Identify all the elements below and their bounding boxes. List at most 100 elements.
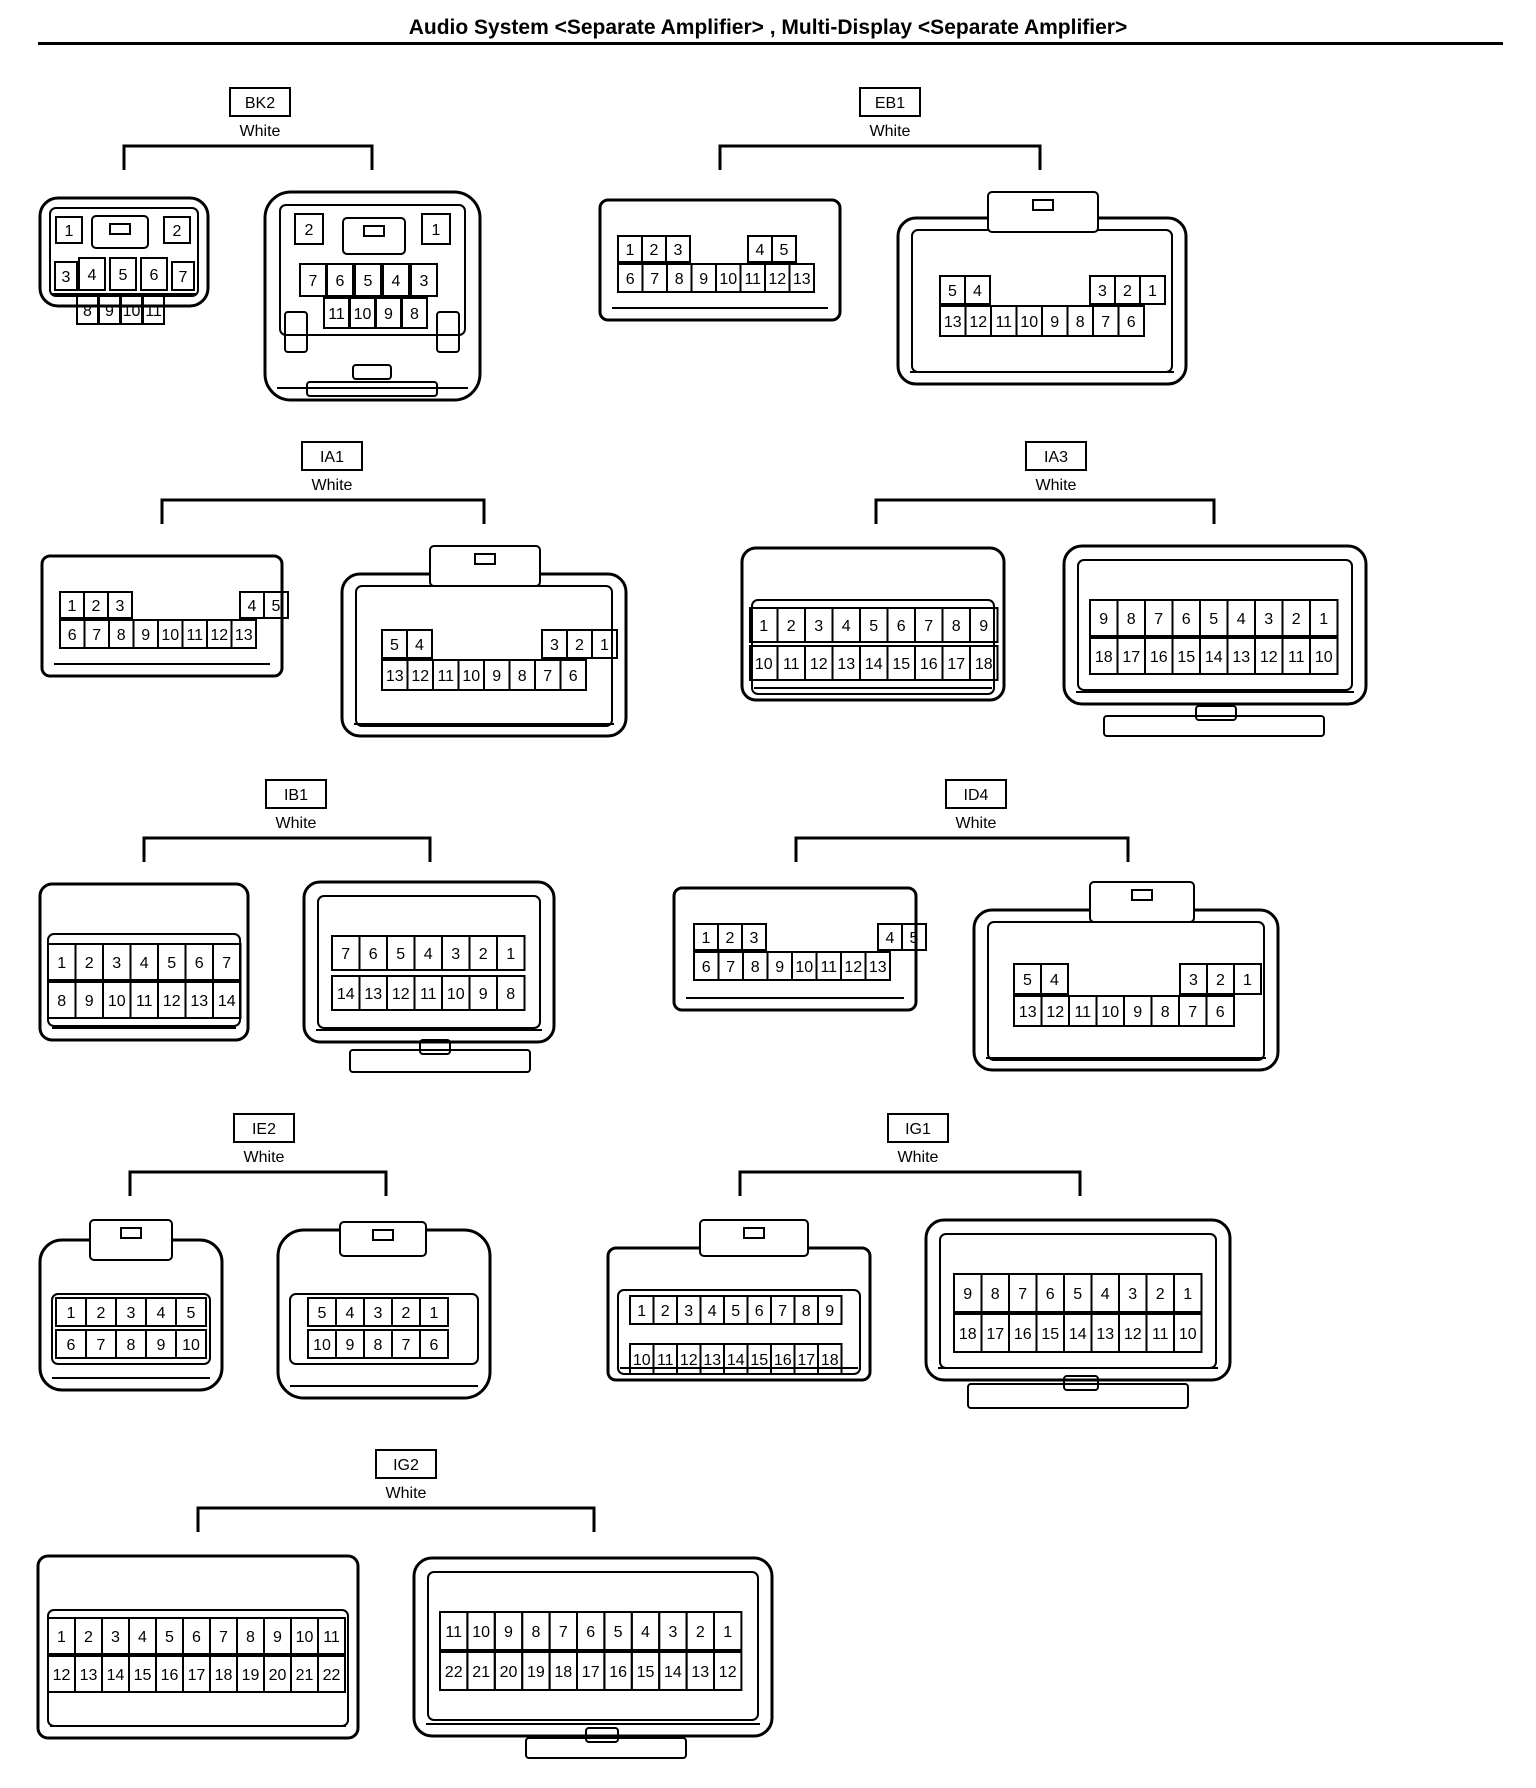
connector-housing-detail xyxy=(525,1737,687,1759)
pin-number: 14 xyxy=(107,1667,125,1684)
connector-housing-detail xyxy=(436,311,460,353)
pin-number: 13 xyxy=(1232,649,1250,666)
pin-number: 2 xyxy=(402,1305,411,1322)
pin-number: 13 xyxy=(1096,1326,1114,1343)
pin-number: 8 xyxy=(374,1337,383,1354)
pin-number: 9 xyxy=(504,1624,513,1641)
pin-number: 8 xyxy=(751,959,760,976)
pin-number: 11 xyxy=(995,314,1012,331)
pin-number: 7 xyxy=(543,668,552,685)
pin-number: 2 xyxy=(97,1305,106,1322)
pin-number: 2 xyxy=(1156,1286,1165,1303)
pin-number: 6 xyxy=(586,1624,595,1641)
pin-number: 6 xyxy=(369,946,378,963)
pin-number: 1 xyxy=(1148,283,1157,300)
pin-number: 4 xyxy=(415,637,424,654)
pin-number: 6 xyxy=(1216,1004,1225,1021)
pin-number: 20 xyxy=(500,1664,518,1681)
pin-number: 12 xyxy=(844,959,862,976)
pin-number: 3 xyxy=(1098,283,1107,300)
pin-number: 6 xyxy=(702,959,711,976)
pin-number: 8 xyxy=(531,1624,540,1641)
pin-number: 1 xyxy=(637,1303,646,1320)
pin-cavity xyxy=(1205,995,1235,1027)
connector-lock-latch xyxy=(474,553,496,565)
pin-number: 10 xyxy=(161,627,179,644)
connector-housing-detail xyxy=(349,1049,531,1073)
connector-label-box xyxy=(859,87,921,117)
connector-id: EB1 xyxy=(875,95,905,112)
pin-number: 8 xyxy=(952,618,961,635)
pin-number: 13 xyxy=(691,1664,709,1681)
pin-number: 17 xyxy=(188,1667,206,1684)
pin-number: 14 xyxy=(218,993,236,1010)
pin-number: 18 xyxy=(1095,649,1113,666)
pin-number: 19 xyxy=(527,1664,545,1681)
connector-housing xyxy=(38,196,210,308)
page-title: Audio System <Separate Amplifier> , Mult… xyxy=(408,16,1128,39)
pin-number: 10 xyxy=(1020,314,1038,331)
pin-number: 3 xyxy=(111,1629,120,1646)
pin-number: 7 xyxy=(179,269,188,286)
pin-number: 1 xyxy=(68,598,77,615)
pin-number: 2 xyxy=(1292,611,1301,628)
pin-cavity xyxy=(496,975,526,1011)
pin-number: 7 xyxy=(559,1624,568,1641)
pin-number: 5 xyxy=(910,930,919,947)
pin-cavity xyxy=(354,263,382,297)
pin-number: 8 xyxy=(506,986,515,1003)
pin-number: 7 xyxy=(924,618,933,635)
pin-cavity xyxy=(263,591,289,619)
pin-cavity xyxy=(419,1329,449,1359)
pin-cavity xyxy=(171,261,195,291)
pin-number: 10 xyxy=(462,668,480,685)
pin-cavity xyxy=(1233,963,1262,995)
connector-lock-tab xyxy=(89,1219,173,1261)
connector-lock-latch xyxy=(372,1229,394,1241)
connector-housing-inner xyxy=(317,895,541,1029)
connector-id: IA1 xyxy=(320,449,344,466)
pin-number: 3 xyxy=(750,930,759,947)
connector-label-box xyxy=(1025,441,1087,471)
pin-number: 4 xyxy=(886,930,895,947)
connector-color: White xyxy=(244,1149,285,1166)
pin-number: 11 xyxy=(420,986,437,1003)
pin-number: 5 xyxy=(165,1629,174,1646)
pin-number: 8 xyxy=(246,1629,255,1646)
connector-label-box xyxy=(887,1113,949,1143)
pin-number: 4 xyxy=(1237,611,1246,628)
pin-number: 9 xyxy=(479,986,488,1003)
pin-number: 11 xyxy=(328,306,345,323)
pin-number: 10 xyxy=(108,993,126,1010)
pin-number: 6 xyxy=(569,668,578,685)
connector-id: IB1 xyxy=(284,787,308,804)
connector-id: IA3 xyxy=(1044,449,1068,466)
pin-cavity xyxy=(78,257,106,291)
pin-cavity xyxy=(1309,599,1339,637)
pin-cavity xyxy=(140,257,168,291)
pin-number: 9 xyxy=(1099,611,1108,628)
connector-housing xyxy=(302,880,556,1044)
connector-housing xyxy=(924,1218,1232,1382)
pin-number: 2 xyxy=(1123,283,1132,300)
pin-cavity xyxy=(55,216,83,244)
pin-number: 6 xyxy=(67,1337,76,1354)
pin-cavity xyxy=(969,607,999,643)
pin-number: 8 xyxy=(117,627,126,644)
pin-number: 19 xyxy=(242,1667,260,1684)
pin-number: 14 xyxy=(727,1352,745,1369)
pin-number: 7 xyxy=(726,959,735,976)
pin-cavity xyxy=(212,981,242,1019)
pin-number: 5 xyxy=(318,1305,327,1322)
connector-housing-inner xyxy=(51,1293,211,1365)
pin-number: 6 xyxy=(336,273,345,290)
pin-number: 8 xyxy=(57,993,66,1010)
pin-cavity xyxy=(142,295,165,325)
connector-housing xyxy=(38,882,250,1042)
pin-number: 5 xyxy=(167,955,176,972)
pin-number: 9 xyxy=(141,627,150,644)
